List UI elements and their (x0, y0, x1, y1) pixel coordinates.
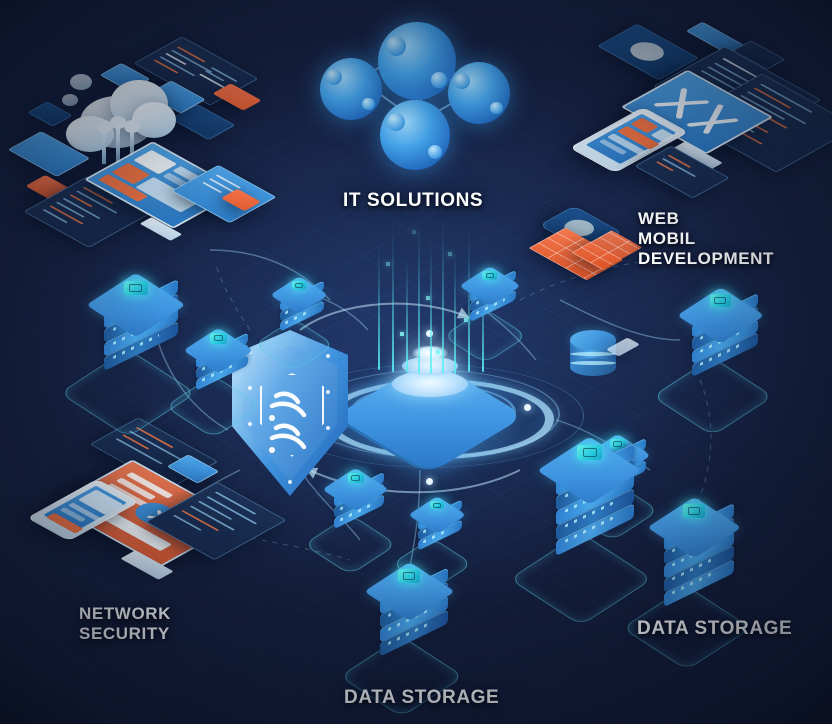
infographic-canvas: IT SOLUTIONSWEB MOBIL DEVELOPMENTNETWORK… (0, 0, 832, 724)
vignette-overlay (0, 0, 832, 724)
